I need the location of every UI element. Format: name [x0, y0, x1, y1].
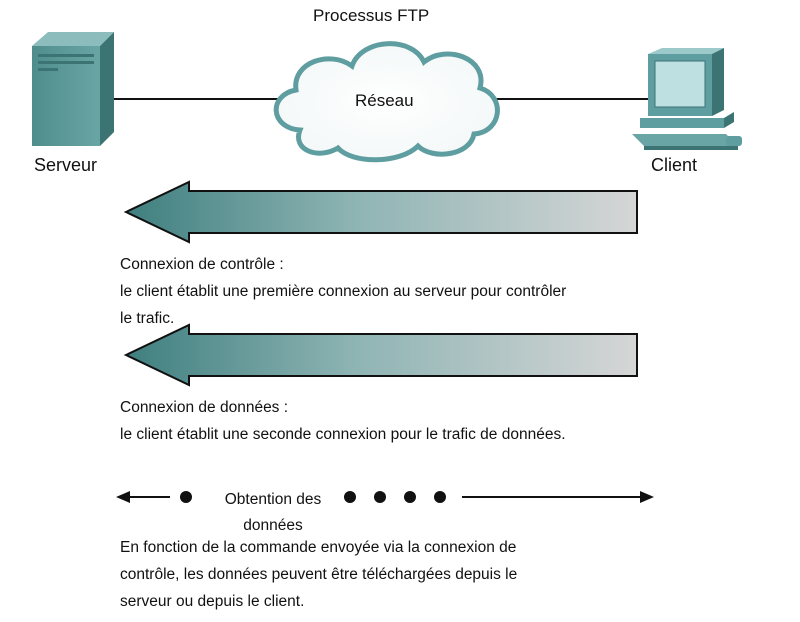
dot — [374, 491, 386, 503]
retrieval-line-2: contrôle, les données peuvent être téléc… — [120, 566, 518, 583]
control-line-1: le client établit une première connexion… — [120, 283, 567, 300]
diagram-title: Processus FTP — [313, 6, 430, 25]
dot — [434, 491, 446, 503]
control-heading: Connexion de contrôle : — [120, 256, 284, 273]
retrieval-label: Obtention des données — [216, 487, 330, 539]
client-computer-icon — [632, 48, 742, 150]
data-connection-arrow — [123, 323, 638, 387]
data-heading: Connexion de données : — [120, 399, 289, 416]
retrieval-label-line-1: Obtention des — [224, 491, 322, 508]
cloud-label: Réseau — [355, 91, 414, 110]
network-cloud-icon — [273, 41, 500, 163]
server-icon — [32, 32, 114, 146]
dot — [180, 491, 192, 503]
dot — [404, 491, 416, 503]
data-line-1: le client établit une seconde connexion … — [120, 426, 566, 443]
dot — [344, 491, 356, 503]
retrieval-label-line-2: données — [243, 517, 303, 534]
retrieval-line-1: En fonction de la commande envoyée via l… — [120, 539, 517, 556]
control-connection-description: Connexion de contrôle : le client établi… — [120, 251, 566, 332]
control-line-2: le trafic. — [120, 310, 175, 327]
server-label: Serveur — [34, 155, 98, 175]
client-label: Client — [651, 155, 698, 175]
retrieval-description: En fonction de la commande envoyée via l… — [120, 534, 517, 615]
control-connection-arrow — [123, 180, 638, 244]
data-connection-description: Connexion de données : le client établit… — [120, 394, 566, 448]
retrieval-double-arrow — [116, 491, 654, 503]
retrieval-line-3: serveur ou depuis le client. — [120, 593, 305, 610]
